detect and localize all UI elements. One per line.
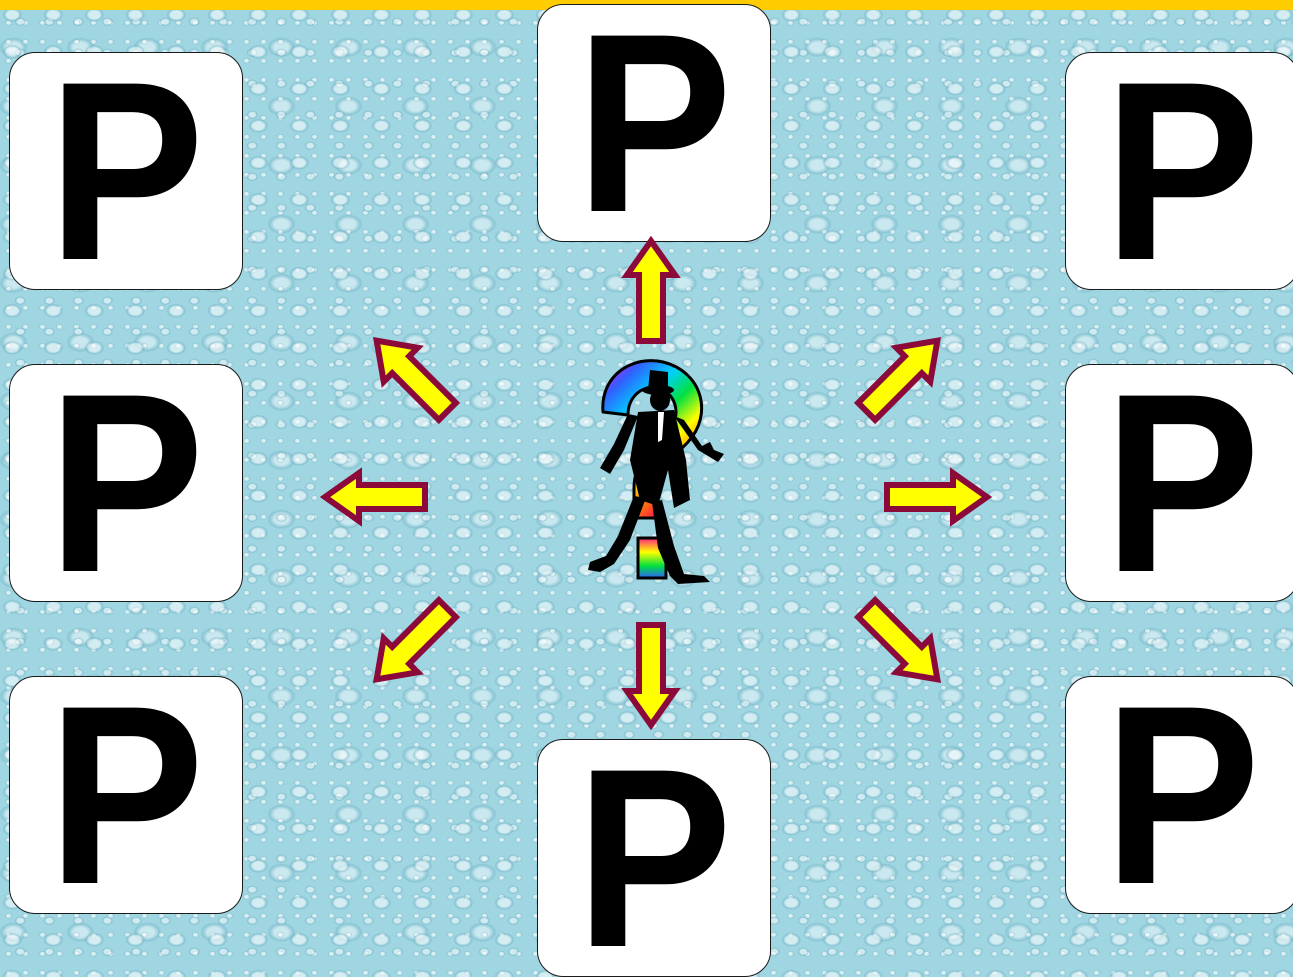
card-letter: P: [48, 356, 204, 611]
card-middle-right[interactable]: P: [1065, 364, 1293, 602]
arrow-down-left-icon: [352, 584, 472, 704]
card-bottom-right[interactable]: P: [1065, 676, 1293, 914]
arrow-right-icon: [882, 442, 992, 552]
card-letter: P: [576, 731, 732, 977]
card-letter: P: [1104, 356, 1260, 611]
card-letter: P: [1104, 668, 1260, 923]
arrow-down-right-icon: [842, 584, 962, 704]
arrow-left-icon: [320, 442, 430, 552]
card-letter: P: [1104, 44, 1260, 299]
card-letter: P: [576, 0, 732, 251]
arrow-up-right-icon: [842, 316, 962, 436]
arrow-up-left-icon: [352, 316, 472, 436]
card-top-center[interactable]: P: [537, 4, 771, 242]
card-bottom-center[interactable]: P: [537, 739, 771, 977]
card-letter: P: [48, 44, 204, 299]
card-middle-left[interactable]: P: [9, 364, 243, 602]
card-bottom-left[interactable]: P: [9, 676, 243, 914]
question-mark-man-icon: [578, 350, 728, 590]
card-top-left[interactable]: P: [9, 52, 243, 290]
card-top-right[interactable]: P: [1065, 52, 1293, 290]
arrow-up-icon: [596, 236, 706, 346]
arrow-down-icon: [596, 620, 706, 730]
card-letter: P: [48, 668, 204, 923]
